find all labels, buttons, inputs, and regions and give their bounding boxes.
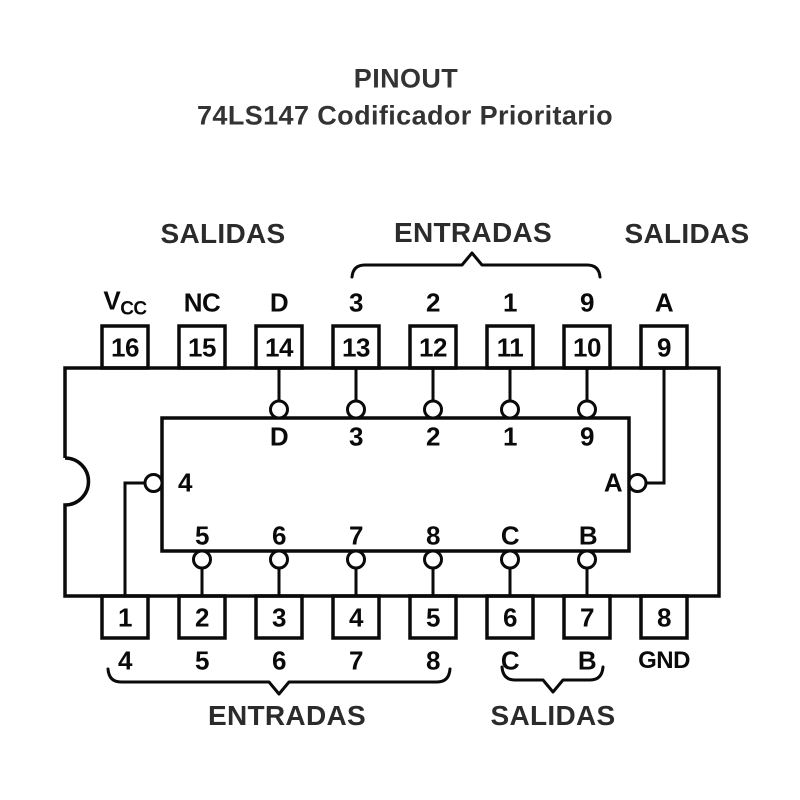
- label-salidas-bottom: SALIDAS: [490, 700, 616, 731]
- brace-entradas-bottom: [106, 667, 452, 696]
- bottom-pin-5-number: 5: [426, 602, 440, 633]
- bottom-pin-1-name: 4: [118, 645, 132, 676]
- top-pin-11-name: 1: [503, 287, 517, 318]
- bottom-pin-3-name: 6: [272, 645, 286, 676]
- bottom-pin-5-name: 8: [426, 645, 440, 676]
- top-pin-12-number: 12: [419, 332, 447, 363]
- bottom-pin-8-number: 8: [657, 602, 671, 633]
- inversion-bubbles-top: [269, 399, 597, 420]
- vcc-v: V: [103, 285, 121, 316]
- top-pin-16-name: VCC: [103, 285, 147, 321]
- bottom-pin-2-name: 5: [195, 645, 209, 676]
- inner-label-3: 3: [349, 421, 363, 452]
- bottom-pin-8-name: GND: [638, 647, 690, 674]
- inner-label-8: 8: [426, 520, 440, 551]
- page-subtitle: 74LS147 Codificador Prioritario: [196, 100, 614, 131]
- top-pin-14-number: 14: [265, 332, 293, 363]
- top-pin-14-name: D: [269, 287, 289, 318]
- top-pin-12-name: 2: [426, 287, 440, 318]
- top-pin-9-number: 9: [657, 332, 671, 363]
- label-salidas-top-left: SALIDAS: [160, 218, 286, 249]
- inner-label-d: D: [269, 421, 289, 452]
- top-pin-13-number: 13: [342, 332, 370, 363]
- inner-label-6: 6: [272, 520, 286, 551]
- top-pin-10-number: 10: [573, 332, 601, 363]
- vcc-subscript: CC: [120, 298, 147, 320]
- pin1-wire: [123, 481, 145, 596]
- inner-label-7: 7: [349, 520, 363, 551]
- bottom-pin-wires: [200, 568, 589, 596]
- pin9-wire: [646, 368, 666, 485]
- chip-body-outline: [63, 366, 721, 598]
- bottom-pin-boxes: [100, 594, 689, 640]
- top-pin-15-number: 15: [188, 332, 216, 363]
- page-title: PINOUT: [353, 63, 459, 94]
- inversion-bubble-right: [627, 473, 648, 493]
- inner-label-5: 5: [195, 520, 209, 551]
- inner-label-b: B: [578, 520, 598, 551]
- inner-label-9: 9: [580, 421, 594, 452]
- bottom-pin-7-name: B: [577, 645, 597, 676]
- top-pin-13-name: 3: [349, 287, 363, 318]
- top-pin-wires: [277, 368, 589, 401]
- top-pin-15-name: NC: [183, 287, 221, 318]
- inversion-bubble-left: [143, 473, 164, 493]
- inner-label-a: A: [603, 467, 623, 498]
- inner-label-2: 2: [426, 421, 440, 452]
- brace-entradas-top: [350, 251, 602, 279]
- top-pin-11-number: 11: [496, 332, 524, 363]
- bottom-pin-4-name: 7: [349, 645, 363, 676]
- bottom-pin-3-number: 3: [272, 602, 286, 633]
- inner-label-4: 4: [178, 467, 192, 498]
- bottom-pin-7-number: 7: [580, 602, 594, 633]
- inversion-bubbles-bottom: [192, 549, 597, 570]
- inner-label-c: C: [500, 520, 520, 551]
- top-pin-10-name: 9: [580, 287, 594, 318]
- inner-block: [160, 416, 631, 553]
- label-salidas-top-right: SALIDAS: [624, 218, 750, 249]
- bottom-pin-6-number: 6: [503, 602, 517, 633]
- bottom-pin-6-name: C: [500, 645, 520, 676]
- brace-salidas-bottom: [500, 665, 605, 694]
- inner-label-1: 1: [503, 421, 517, 452]
- top-pin-16-number: 16: [111, 332, 139, 363]
- bottom-pin-2-number: 2: [195, 602, 209, 633]
- bottom-pin-4-number: 4: [349, 602, 363, 633]
- top-pin-9-name: A: [654, 287, 674, 318]
- bottom-pin-1-number: 1: [118, 602, 132, 633]
- label-entradas-top: ENTRADAS: [394, 217, 552, 248]
- label-entradas-bottom: ENTRADAS: [208, 700, 366, 731]
